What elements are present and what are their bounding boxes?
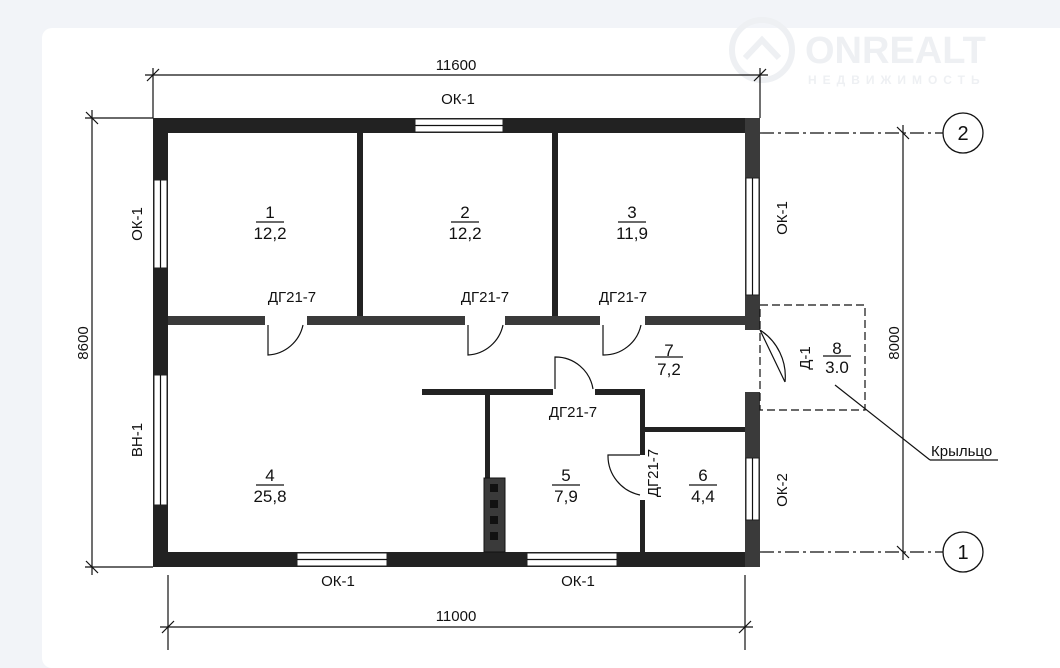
door-labels: ДГ21-7 ДГ21-7 ДГ21-7 ДГ21-7 ДГ21-7 Д-1 — [268, 289, 814, 497]
room-8-porch: 83.0 — [823, 339, 851, 377]
svg-text:ОК-2: ОК-2 — [774, 473, 791, 507]
svg-text:2: 2 — [957, 123, 968, 145]
svg-text:1: 1 — [957, 542, 968, 564]
svg-text:6: 6 — [698, 466, 707, 485]
room-3: 311,9 — [616, 203, 648, 243]
dim-bottom: 11000 — [436, 608, 477, 625]
room-4: 425,8 — [253, 466, 286, 506]
svg-text:ВН-1: ВН-1 — [129, 423, 146, 457]
floor-plan: ONREALT НЕДВИЖИМОСТЬ 11600 8600 8000 110… — [75, 17, 998, 650]
svg-text:ОК-1: ОК-1 — [129, 207, 146, 241]
svg-text:7,9: 7,9 — [554, 487, 578, 506]
room-5: 57,9 — [552, 466, 580, 506]
axis-marker-2: 2 — [942, 112, 984, 154]
svg-text:25,8: 25,8 — [253, 487, 286, 506]
dimension-lines: 11600 8600 8000 11000 — [75, 57, 943, 650]
svg-text:12,2: 12,2 — [253, 224, 286, 243]
svg-text:4: 4 — [265, 466, 274, 485]
room-2: 212,2 — [448, 203, 481, 243]
dim-left: 8600 — [75, 326, 92, 359]
svg-text:3: 3 — [627, 203, 636, 222]
svg-text:ОК-1: ОК-1 — [561, 573, 595, 590]
svg-text:11,9: 11,9 — [616, 224, 648, 243]
svg-text:ОК-1: ОК-1 — [441, 91, 475, 108]
axis-marker-1: 1 — [942, 531, 984, 573]
svg-text:ДГ21-7: ДГ21-7 — [549, 404, 597, 421]
porch-label: Крыльцо — [931, 443, 992, 460]
dim-top: 11600 — [436, 57, 477, 74]
svg-text:ДГ21-7: ДГ21-7 — [645, 449, 662, 497]
svg-text:ДГ21-7: ДГ21-7 — [268, 289, 316, 306]
svg-text:8: 8 — [832, 339, 841, 358]
svg-text:7,2: 7,2 — [657, 360, 681, 379]
svg-text:Д-1: Д-1 — [797, 346, 814, 370]
svg-text:НЕДВИЖИМОСТЬ: НЕДВИЖИМОСТЬ — [808, 73, 986, 87]
windows — [153, 118, 760, 567]
svg-text:7: 7 — [664, 341, 673, 360]
porch: Крыльцо — [759, 304, 998, 461]
interior-walls — [168, 133, 745, 553]
svg-text:ДГ21-7: ДГ21-7 — [599, 289, 647, 306]
svg-text:5: 5 — [561, 466, 570, 485]
dim-right: 8000 — [886, 326, 903, 359]
room-7: 77,2 — [655, 341, 683, 379]
logo: ONREALT НЕДВИЖИМОСТЬ — [729, 17, 986, 87]
svg-text:ДГ21-7: ДГ21-7 — [461, 289, 509, 306]
window-labels: ОК-1 ОК-1 ВН-1 ОК-1 ОК-2 ОК-1 ОК-1 — [129, 91, 791, 590]
svg-text:ОК-1: ОК-1 — [774, 201, 791, 235]
svg-text:3.0: 3.0 — [825, 358, 849, 377]
svg-text:1: 1 — [265, 203, 274, 222]
room-1: 112,2 — [253, 203, 286, 243]
svg-text:ONREALT: ONREALT — [805, 30, 986, 72]
svg-text:4,4: 4,4 — [691, 487, 715, 506]
svg-text:12,2: 12,2 — [448, 224, 481, 243]
room-labels: 112,2 212,2 311,9 425,8 57,9 64,4 77,2 8… — [253, 203, 851, 506]
room-6: 64,4 — [689, 466, 717, 506]
svg-text:2: 2 — [460, 203, 469, 222]
door-swings — [267, 324, 786, 496]
svg-text:ОК-1: ОК-1 — [321, 573, 355, 590]
